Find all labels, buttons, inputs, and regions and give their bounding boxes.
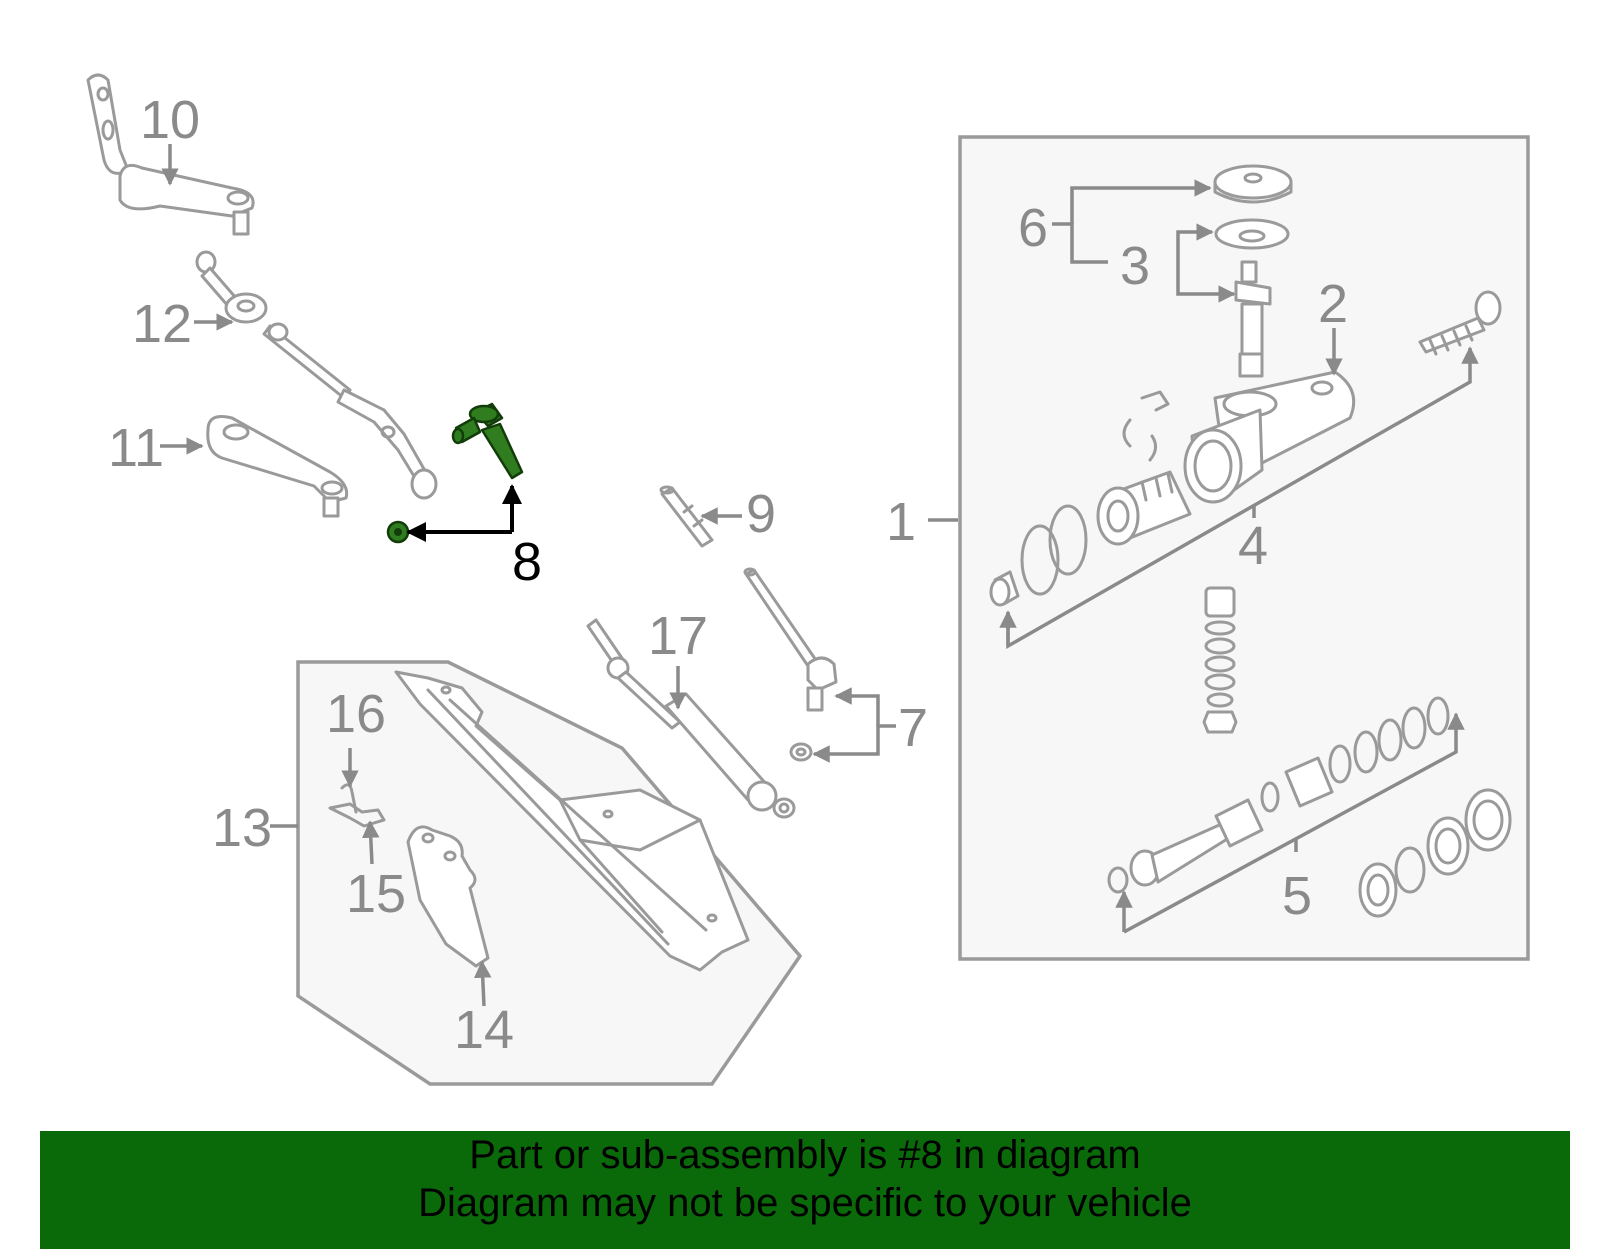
part-8-nut[interactable] bbox=[386, 520, 410, 544]
part-5-worm-shaft[interactable] bbox=[1107, 696, 1450, 894]
callout-1: 1 bbox=[886, 492, 916, 552]
part-15-clip[interactable] bbox=[328, 802, 386, 828]
leader-6b bbox=[1052, 222, 1108, 264]
part-11-idler-arm[interactable] bbox=[206, 415, 349, 518]
leader-7 bbox=[834, 687, 880, 726]
callout-15: 15 bbox=[346, 864, 406, 924]
leader-15 bbox=[362, 820, 380, 865]
callout-6: 6 bbox=[1018, 198, 1048, 258]
banner-line-2: Diagram may not be specific to your vehi… bbox=[418, 1181, 1192, 1225]
part-17-steering-damper[interactable] bbox=[586, 618, 796, 819]
part-2-gear-housing[interactable] bbox=[1183, 370, 1356, 504]
part-13-skid-plate[interactable] bbox=[394, 670, 750, 972]
part-4-seals[interactable] bbox=[989, 504, 1088, 607]
part-3-gasket[interactable] bbox=[1214, 218, 1290, 250]
info-banner: Part or sub-assembly is #8 in diagram Di… bbox=[40, 1131, 1570, 1249]
callout-4: 4 bbox=[1238, 516, 1268, 576]
callout-17: 17 bbox=[648, 606, 708, 666]
callout-2: 2 bbox=[1318, 274, 1348, 334]
part-3-sector-shaft[interactable] bbox=[1234, 260, 1272, 378]
part-8-tie-rod-end[interactable] bbox=[451, 402, 524, 480]
leader-3 bbox=[1176, 223, 1214, 262]
callout-7: 7 bbox=[898, 698, 928, 758]
banner-line-1: Part or sub-assembly is #8 in diagram bbox=[469, 1133, 1141, 1177]
leader-7b bbox=[812, 724, 896, 763]
part-2-adjuster-screw[interactable] bbox=[1418, 290, 1502, 356]
callout-12: 12 bbox=[132, 294, 192, 354]
callout-3: 3 bbox=[1120, 236, 1150, 296]
callout-10: 10 bbox=[140, 90, 200, 150]
assembly-box-13 bbox=[296, 660, 803, 1086]
part-7-nut[interactable] bbox=[789, 742, 813, 762]
part-5-valve-stack[interactable] bbox=[1202, 586, 1238, 734]
part-10-pitman-arm[interactable] bbox=[86, 73, 255, 236]
part-6-cover[interactable] bbox=[1213, 164, 1293, 204]
callout-9: 9 bbox=[746, 484, 776, 544]
leader-5 bbox=[1123, 712, 1465, 934]
leader-3b bbox=[1176, 262, 1236, 303]
callout-5: 5 bbox=[1282, 866, 1312, 926]
leader-14 bbox=[473, 960, 492, 1007]
leader-6 bbox=[1070, 179, 1212, 224]
part-7-tie-rod[interactable] bbox=[743, 567, 838, 712]
part-5-bearings[interactable] bbox=[1358, 788, 1512, 918]
callout-13: 13 bbox=[212, 798, 272, 858]
part-14-bracket[interactable] bbox=[406, 825, 490, 968]
callout-11: 11 bbox=[108, 418, 164, 478]
part-9-stud[interactable] bbox=[659, 485, 714, 548]
callout-16: 16 bbox=[326, 684, 386, 744]
part-4-piston[interactable] bbox=[1096, 470, 1192, 546]
part-12-center-link[interactable] bbox=[195, 250, 438, 500]
part-4-clips[interactable] bbox=[1122, 390, 1170, 462]
callout-8: 8 bbox=[512, 532, 542, 592]
callout-14: 14 bbox=[454, 1000, 514, 1060]
